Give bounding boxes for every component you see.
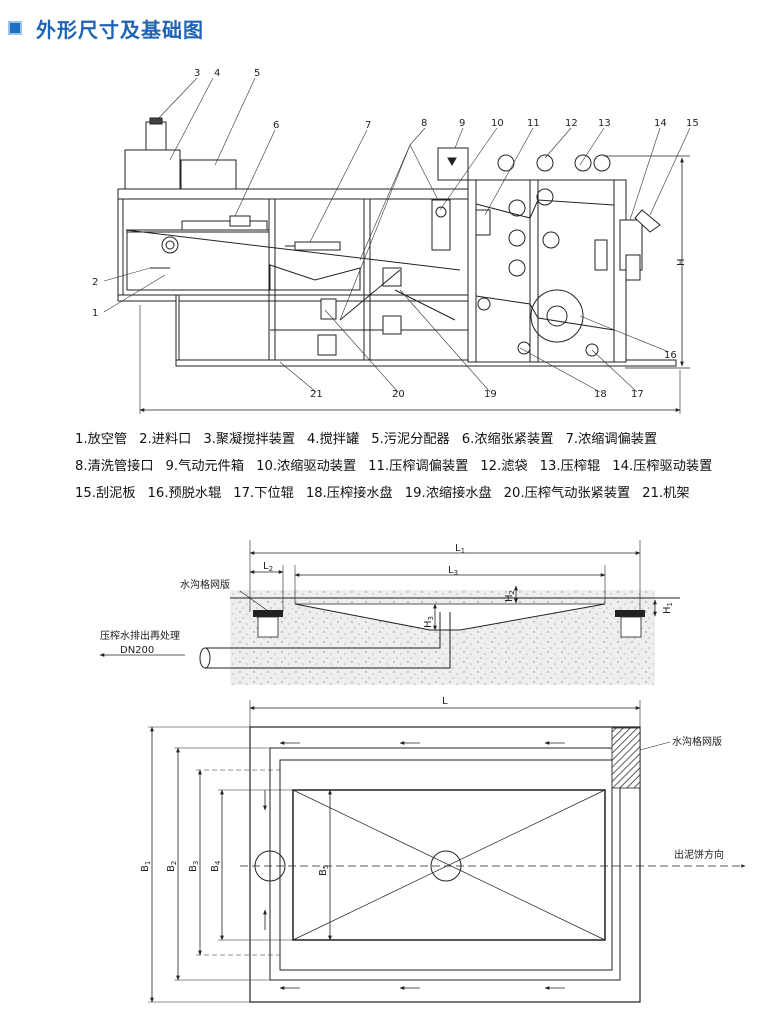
part-label-19: 19 [484,389,497,400]
part-label-16: 16 [664,350,677,361]
part-label-21: 21 [310,389,323,400]
legend-item: 21.机架 [642,486,690,501]
legend-row: 8.清洗管接口 9.气动元件箱 10.浓缩驱动装置 11.压榨调偏装置 12.滤袋 13.… [75,453,765,480]
dim-L1: L1 [455,543,465,555]
part-label-1: 1 [92,308,98,319]
legend-row: 15.刮泥板 16.预脱水辊 17.下位辊 18.压榨接水盘 19.浓缩接水盘 20.压榨… [75,480,765,507]
part-label-13: 13 [598,118,611,129]
part-label-7: 7 [365,120,371,131]
grate-label-plan: 水沟格网版 [672,735,722,748]
legend-item: 20.压榨气动张紧装置 [503,486,631,501]
part-label-12: 12 [565,118,578,129]
dim-H1: H1 [662,602,674,614]
dim-L2: L2 [263,561,273,573]
part-label-17: 17 [631,389,644,400]
legend-item: 11.压榨调偏装置 [368,459,469,474]
dim-B5: B5 [318,865,330,876]
page-title: 外形尺寸及基础图 [36,17,204,42]
square-bullet-icon [8,21,22,35]
dim-H2: H2 [504,590,516,602]
drain-label: 压榨水排出再处理 [100,629,180,642]
part-label-10: 10 [491,118,504,129]
part-label-4: 4 [214,68,220,79]
dim-B3: B3 [188,861,200,872]
grate-label-section: 水沟格网版 [180,578,230,591]
foundation-plan [148,700,746,1003]
dim-L: L [442,696,448,707]
leader-lines [103,77,691,393]
drain-size: DN200 [120,645,154,656]
top-frame-rail [117,188,469,200]
legend-item: 15.刮泥板 [75,486,136,501]
part-label-18: 18 [594,389,607,400]
dim-B2: B2 [166,861,178,872]
dim-H3: H3 [423,616,435,628]
legend-item: 14.压榨驱动装置 [612,459,713,474]
legend-item: 16.预脱水辊 [147,486,222,501]
legend-item: 18.压榨接水盘 [305,486,393,501]
part-label-8: 8 [421,118,427,129]
part-label-3: 3 [194,68,200,79]
dim-B4: B4 [210,860,222,872]
legend-item: 8.清洗管接口 [75,459,154,474]
part-label-5: 5 [254,68,260,79]
parts-legend: 1.放空管 2.进料口 3.聚凝搅拌装置 4.搅拌罐 5.污泥分配器 6.浓缩张紧装置 7.… [75,426,765,507]
legend-item: 2.进料口 [139,432,192,447]
legend-item: 10.浓缩驱动装置 [256,459,357,474]
height-dimension: H [676,258,687,266]
dim-B1: B1 [140,861,152,872]
legend-item: 5.污泥分配器 [371,432,450,447]
part-label-6: 6 [273,120,279,131]
part-label-9: 9 [459,118,465,129]
legend-item: 17.下位辊 [233,486,294,501]
foundation-section [99,540,680,685]
legend-item: 7.浓缩调偏装置 [565,432,658,447]
legend-item: 1.放空管 [75,432,128,447]
part-labels: 1 2 3 4 5 6 7 8 9 10 11 12 13 14 15 16 1… [92,68,699,400]
legend-row: 1.放空管 2.进料口 3.聚凝搅拌装置 4.搅拌罐 5.污泥分配器 6.浓缩张紧装置 7.… [75,426,765,453]
part-label-14: 14 [654,118,667,129]
dim-L3: L3 [448,565,458,577]
legend-item: 13.压榨辊 [539,459,601,474]
section-header: 外形尺寸及基础图 [8,14,204,42]
cake-direction-label: 出泥饼方向 [674,848,724,861]
legend-item: 19.浓缩接水盘 [404,486,492,501]
legend-item: 6.浓缩张紧装置 [461,432,554,447]
part-label-11: 11 [527,118,540,129]
legend-item: 3.聚凝搅拌装置 [203,432,296,447]
legend-item: 12.滤袋 [480,459,528,474]
machine-elevation [117,117,690,414]
legend-item: 9.气动元件箱 [165,459,245,474]
part-label-20: 20 [392,389,405,400]
part-label-15: 15 [686,118,699,129]
legend-item: 4.搅拌罐 [307,432,360,447]
part-label-2: 2 [92,277,98,288]
